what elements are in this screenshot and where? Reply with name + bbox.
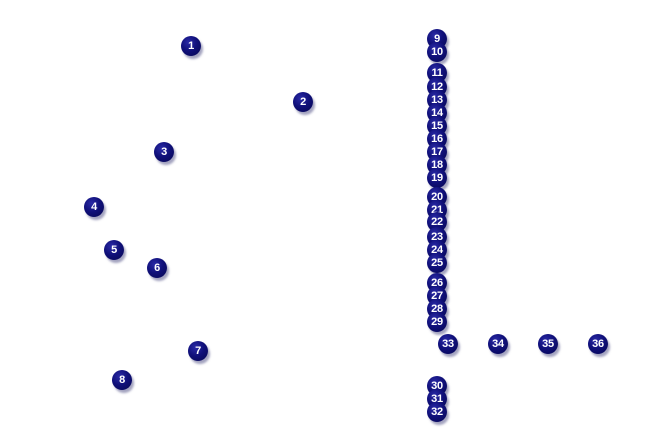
marker-3[interactable]: 3 (154, 142, 174, 162)
marker-35[interactable]: 35 (538, 334, 558, 354)
marker-34[interactable]: 34 (488, 334, 508, 354)
marker-32[interactable]: 32 (427, 402, 447, 422)
marker-7[interactable]: 7 (188, 341, 208, 361)
marker-4[interactable]: 4 (84, 197, 104, 217)
marker-6[interactable]: 6 (147, 258, 167, 278)
marker-5[interactable]: 5 (104, 240, 124, 260)
marker-1[interactable]: 1 (181, 36, 201, 56)
marker-19[interactable]: 19 (427, 168, 447, 188)
marker-36[interactable]: 36 (588, 334, 608, 354)
marker-25[interactable]: 25 (427, 253, 447, 273)
marker-2[interactable]: 2 (293, 92, 313, 112)
marker-10[interactable]: 10 (427, 42, 447, 62)
marker-33[interactable]: 33 (438, 334, 458, 354)
marker-8[interactable]: 8 (112, 370, 132, 390)
marker-29[interactable]: 29 (427, 312, 447, 332)
